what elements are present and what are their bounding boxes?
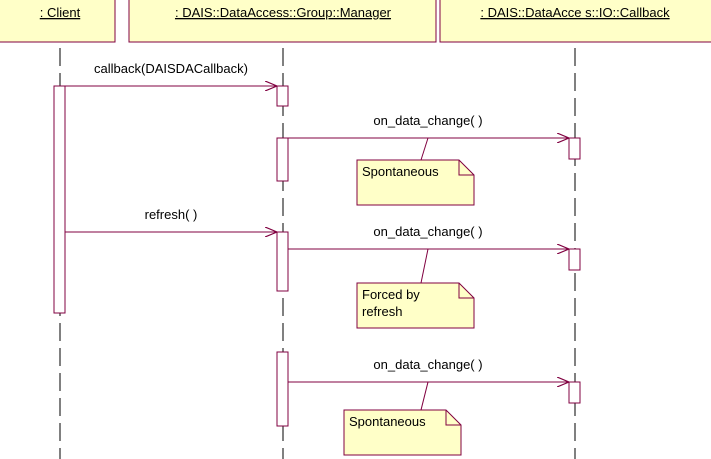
note-text-spontaneous-2: Spontaneous xyxy=(349,414,426,429)
lifeline-title-group-manager: : DAIS::DataAccess::Group::Manager xyxy=(175,5,392,20)
activation-manager-2[interactable] xyxy=(276,137,289,182)
note-connector-2 xyxy=(420,248,429,284)
note-text-forced-line2: refresh xyxy=(362,304,402,319)
note-text-spontaneous-1: Spontaneous xyxy=(362,164,439,179)
message-label-on-data-change-2: on_data_change( ) xyxy=(373,224,482,239)
activation-client[interactable] xyxy=(53,85,66,314)
note-text-forced-line1: Forced by xyxy=(362,287,420,302)
message-label-on-data-change-1: on_data_change( ) xyxy=(373,113,482,128)
activation-manager-1[interactable] xyxy=(276,85,289,107)
lifeline-title-io-callback: : DAIS::DataAcce s::IO::Callback xyxy=(480,5,670,20)
activation-callback-2[interactable] xyxy=(568,248,581,271)
lifeline-header-client[interactable]: : Client xyxy=(0,0,116,43)
message-label-callback: callback(DAISDACallback) xyxy=(94,61,248,76)
note-spontaneous-1[interactable]: Spontaneous xyxy=(356,159,475,206)
message-label-refresh: refresh( ) xyxy=(145,207,198,222)
activation-callback-3[interactable] xyxy=(568,381,581,404)
activation-manager-3[interactable] xyxy=(276,231,289,292)
note-forced-by-refresh[interactable]: Forced by refresh xyxy=(356,282,475,329)
note-spontaneous-2[interactable]: Spontaneous xyxy=(343,409,462,456)
activation-callback-1[interactable] xyxy=(568,137,581,160)
lifeline-header-group-manager[interactable]: : DAIS::DataAccess::Group::Manager xyxy=(128,0,437,43)
activation-manager-4[interactable] xyxy=(276,351,289,427)
message-label-on-data-change-3: on_data_change( ) xyxy=(373,357,482,372)
note-connector-1 xyxy=(420,137,429,161)
lifeline-title-client: : Client xyxy=(40,5,81,20)
note-connector-3 xyxy=(420,381,429,411)
lifeline-header-io-callback[interactable]: : DAIS::DataAcce s::IO::Callback xyxy=(439,0,711,43)
